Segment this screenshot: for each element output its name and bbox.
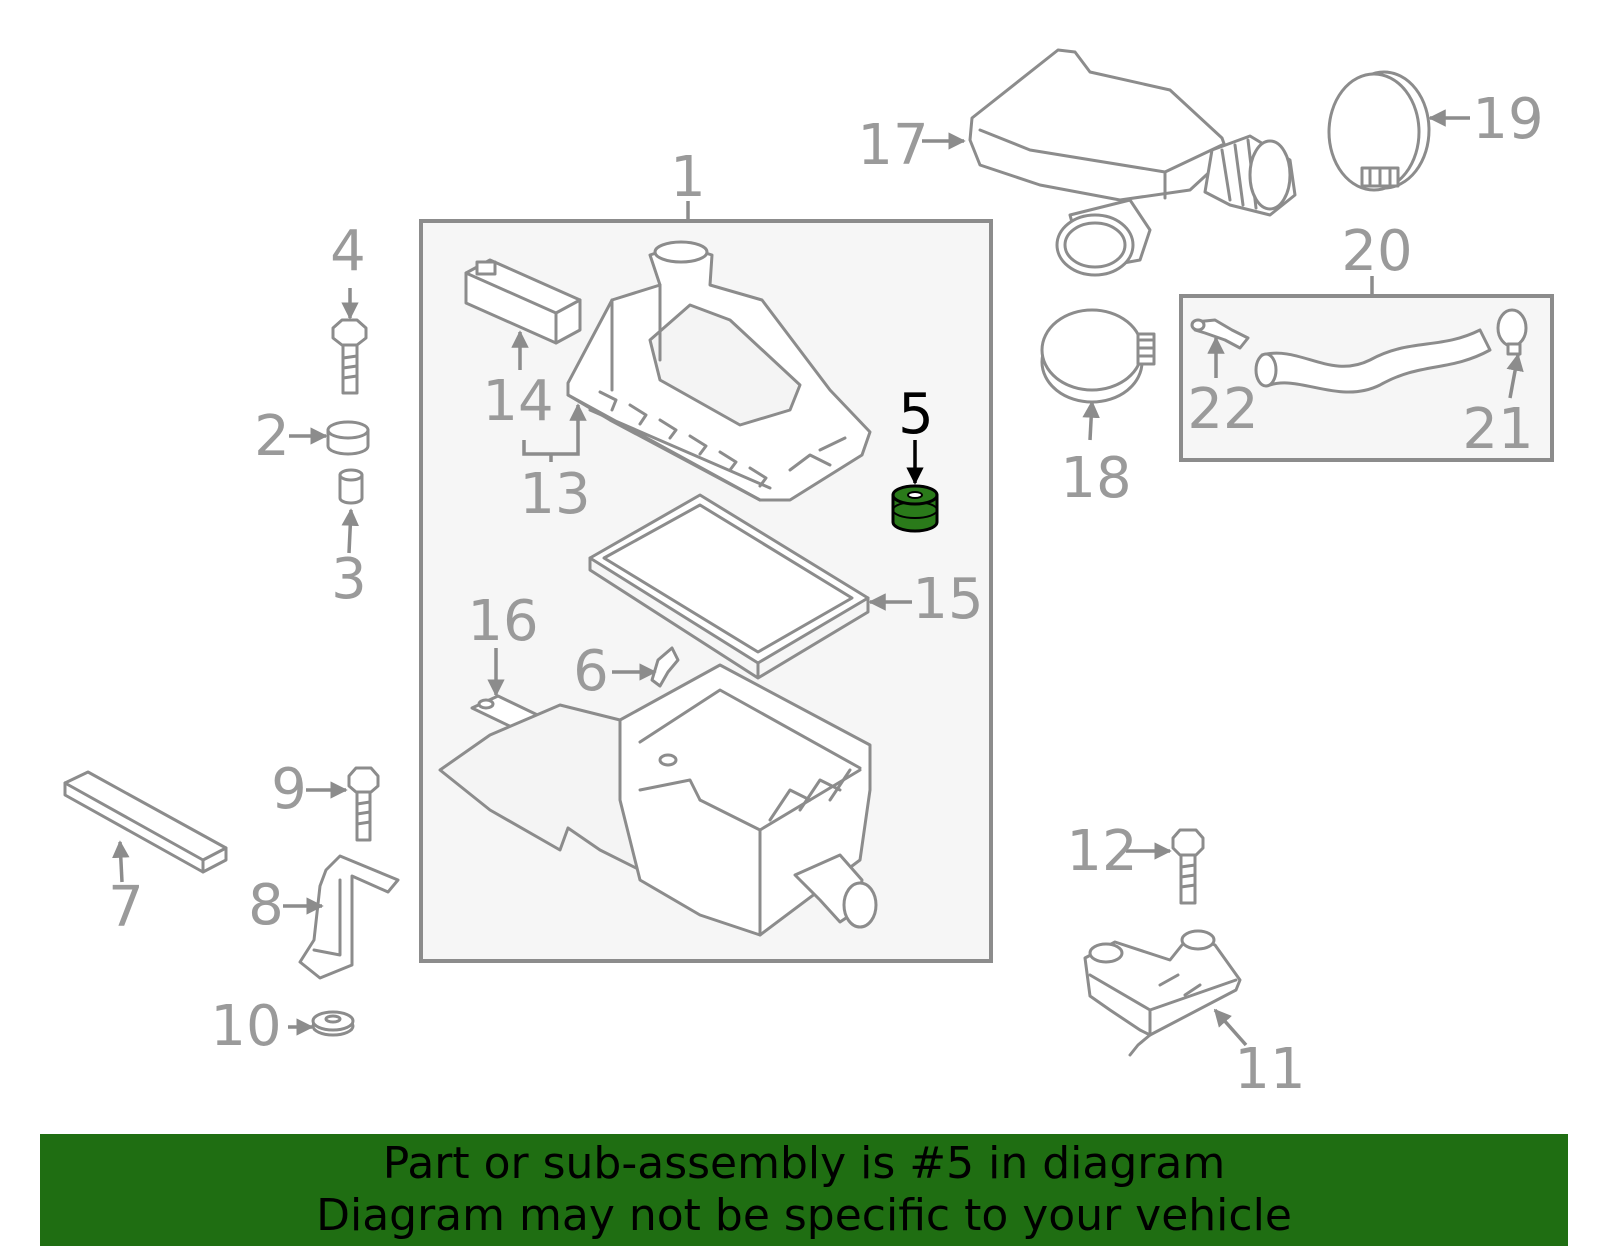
- label-14: 14: [482, 369, 553, 434]
- banner-line-1: Part or sub-assembly is #5 in diagram: [382, 1138, 1226, 1189]
- label-8: 8: [248, 873, 284, 938]
- label-11: 11: [1234, 1037, 1305, 1102]
- label-13: 13: [519, 462, 590, 527]
- label-12: 12: [1066, 819, 1137, 884]
- label-22: 22: [1187, 377, 1258, 442]
- label-7: 7: [108, 875, 144, 940]
- part-1-lower-housing: [438, 663, 878, 937]
- part-15-air-filter: [588, 493, 870, 680]
- label-17: 17: [857, 113, 928, 178]
- part-12-bolt: [1171, 828, 1205, 905]
- part-13-upper-housing: [566, 240, 872, 502]
- label-4: 4: [330, 219, 366, 284]
- part-14-sensor: [464, 258, 582, 345]
- label-21: 21: [1462, 397, 1533, 462]
- part-5-grommet: [891, 484, 939, 533]
- banner-line-2: Diagram may not be specific to your vehi…: [316, 1190, 1292, 1241]
- label-6: 6: [573, 639, 609, 704]
- part-2-grommet: [326, 420, 370, 456]
- part-3-collar: [338, 468, 364, 505]
- part-19-clamp: [1327, 70, 1431, 192]
- part-10-grommet: [311, 1010, 355, 1037]
- label-18: 18: [1060, 446, 1131, 511]
- label-2: 2: [254, 404, 290, 469]
- label-1: 1: [670, 145, 706, 210]
- label-15: 15: [912, 567, 983, 632]
- part-20-hose: [1254, 328, 1492, 394]
- part-4-bolt: [331, 318, 368, 395]
- label-16: 16: [467, 589, 538, 654]
- label-20: 20: [1341, 219, 1412, 284]
- label-10: 10: [210, 994, 281, 1059]
- label-3: 3: [331, 547, 367, 612]
- info-banner: Part or sub-assembly is #5 in diagram Di…: [40, 1134, 1568, 1246]
- part-11-bracket: [1083, 929, 1242, 1057]
- label-5: 5: [898, 382, 934, 447]
- part-9-bolt: [347, 766, 380, 842]
- label-9: 9: [271, 757, 307, 822]
- part-22-clip: [1190, 318, 1250, 350]
- part-8-bracket: [298, 854, 400, 980]
- part-7-pad: [63, 770, 228, 874]
- label-19: 19: [1472, 87, 1543, 152]
- part-18-clamp: [1040, 308, 1156, 404]
- part-17-air-duct: [968, 48, 1297, 277]
